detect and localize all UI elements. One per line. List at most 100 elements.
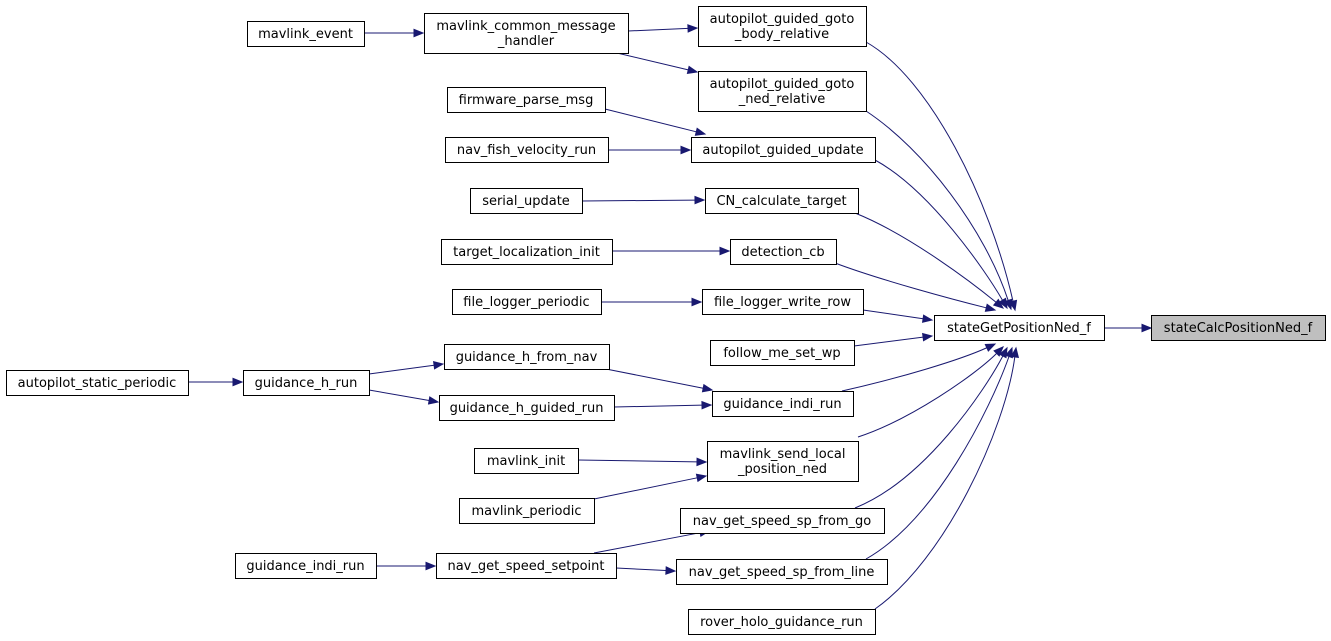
call-edge: [854, 346, 1008, 509]
node-box: [6, 370, 189, 396]
call-edge: [853, 332, 934, 347]
call-edge: [188, 377, 244, 387]
node-mavlink-event[interactable]: mavlink_event: [247, 21, 365, 47]
arrowhead-icon: [665, 566, 677, 575]
call-edge: [581, 195, 706, 205]
arrowhead-icon: [686, 65, 699, 75]
node-box: [702, 289, 864, 315]
node-statecalcpositionned-f: stateCalcPositionNed_f: [1151, 315, 1326, 341]
node-autopilot-guided-goto-ned-relative[interactable]: autopilot_guided_goto_ned_relative: [698, 71, 867, 112]
node-box: [698, 6, 867, 47]
node-label: nav_get_speed_sp_from_go: [693, 514, 872, 529]
node-mavlink-common-message-handler[interactable]: mavlink_common_message_handler: [424, 13, 629, 54]
node-box: [676, 559, 888, 585]
node-label: detection_cb: [741, 245, 824, 260]
nodes-layer: stateCalcPositionNed_f stateGetPositionNe…: [6, 6, 1326, 635]
node-box: [691, 137, 876, 163]
node-label: autopilot_guided_goto: [710, 77, 855, 92]
node-stategetpositionned-f[interactable]: stateGetPositionNed_f: [934, 315, 1105, 341]
edge-line: [841, 347, 988, 392]
node-guidance-indi-run[interactable]: guidance_indi_run: [235, 553, 377, 579]
call-edge: [368, 389, 440, 405]
node-label: firmware_parse_msg: [459, 93, 594, 108]
node-label: guidance_indi_run: [723, 397, 841, 412]
node-label: _body_relative: [734, 27, 829, 42]
node-box: [707, 441, 859, 482]
call-edge: [615, 566, 677, 575]
edge-line: [368, 389, 430, 401]
node-label: _ned_relative: [738, 92, 826, 107]
node-label: nav_get_speed_sp_from_line: [689, 565, 875, 580]
call-edge: [616, 52, 699, 75]
node-follow-me-set-wp[interactable]: follow_me_set_wp: [710, 340, 855, 366]
node-nav-get-speed-sp-from-line[interactable]: nav_get_speed_sp_from_line: [676, 559, 888, 585]
arrowhead-icon: [691, 297, 703, 307]
arrowhead-icon: [1010, 346, 1020, 358]
node-guidance-h-guided-run[interactable]: guidance_h_guided_run: [439, 395, 615, 421]
call-edge: [608, 145, 692, 155]
node-serial-update[interactable]: serial_update: [470, 188, 583, 214]
node-label: stateGetPositionNed_f: [947, 321, 1091, 336]
node-label: guidance_h_from_nav: [456, 350, 598, 365]
arrowhead-icon: [687, 24, 699, 33]
node-rover-holo-guidance-run[interactable]: rover_holo_guidance_run: [688, 609, 876, 635]
node-guidance-h-from-nav[interactable]: guidance_h_from_nav: [444, 344, 610, 370]
node-autopilot-guided-goto-body-relative[interactable]: autopilot_guided_goto_body_relative: [698, 6, 867, 47]
edge-line: [613, 404, 703, 408]
node-nav-fish-velocity-run[interactable]: nav_fish_velocity_run: [445, 137, 609, 163]
node-autopilot-static-periodic[interactable]: autopilot_static_periodic: [6, 370, 189, 396]
node-nav-get-speed-sp-from-go[interactable]: nav_get_speed_sp_from_go: [680, 508, 885, 534]
node-target-localization-init[interactable]: target_localization_init: [441, 239, 613, 265]
call-edge: [865, 41, 1018, 312]
node-detection-cb[interactable]: detection_cb: [730, 239, 837, 265]
call-edge: [627, 24, 699, 33]
node-cn-calculate-target[interactable]: CN_calculate_target: [705, 188, 859, 214]
edge-line: [854, 355, 1004, 509]
arrowhead-icon: [719, 246, 731, 256]
node-box: [445, 137, 609, 163]
node-autopilot-guided-update[interactable]: autopilot_guided_update: [691, 137, 876, 163]
edge-line: [593, 477, 698, 500]
edge-line: [615, 567, 667, 572]
arrowhead-icon: [696, 457, 708, 467]
node-nav-get-speed-setpoint[interactable]: nav_get_speed_setpoint: [436, 553, 617, 579]
node-box: [474, 448, 579, 474]
node-box: [688, 609, 876, 635]
node-file-logger-write-row[interactable]: file_logger_write_row: [702, 289, 864, 315]
node-label: _position_ned: [737, 462, 827, 477]
arrowhead-icon: [680, 145, 692, 155]
node-box: [424, 13, 629, 54]
node-box: [439, 395, 615, 421]
arrowhead-icon: [232, 377, 244, 387]
node-box: [235, 553, 377, 579]
arrowhead-icon: [413, 28, 425, 38]
call-edge: [605, 368, 714, 393]
node-box: [680, 508, 885, 534]
arrowhead-icon: [993, 346, 1004, 357]
node-box: [712, 391, 854, 417]
arrowhead-icon: [1004, 346, 1013, 359]
call-edge: [376, 561, 437, 571]
arrowhead-icon: [984, 303, 997, 312]
node-guidance-h-run[interactable]: guidance_h_run: [243, 370, 370, 396]
node-firmware-parse-msg[interactable]: firmware_parse_msg: [447, 87, 606, 113]
node-label: file_logger_periodic: [463, 295, 589, 310]
node-label: autopilot_static_periodic: [18, 376, 177, 391]
call-edge: [364, 28, 425, 38]
call-edge: [577, 457, 708, 467]
node-box: [470, 188, 583, 214]
call-edge: [865, 346, 1013, 560]
node-label: rover_holo_guidance_run: [700, 615, 863, 630]
edge-line: [604, 108, 697, 133]
edge-line: [605, 368, 704, 389]
node-file-logger-periodic[interactable]: file_logger_periodic: [452, 289, 602, 315]
node-guidance-indi-run[interactable]: guidance_indi_run: [712, 391, 854, 417]
arrowhead-icon: [984, 343, 997, 352]
edge-line: [874, 356, 1016, 610]
node-label: guidance_h_run: [255, 376, 358, 391]
node-mavlink-send-local-position-ned[interactable]: mavlink_send_local_position_ned: [707, 441, 859, 482]
node-box: [730, 239, 837, 265]
node-mavlink-periodic[interactable]: mavlink_periodic: [459, 498, 595, 524]
node-mavlink-init[interactable]: mavlink_init: [474, 448, 579, 474]
